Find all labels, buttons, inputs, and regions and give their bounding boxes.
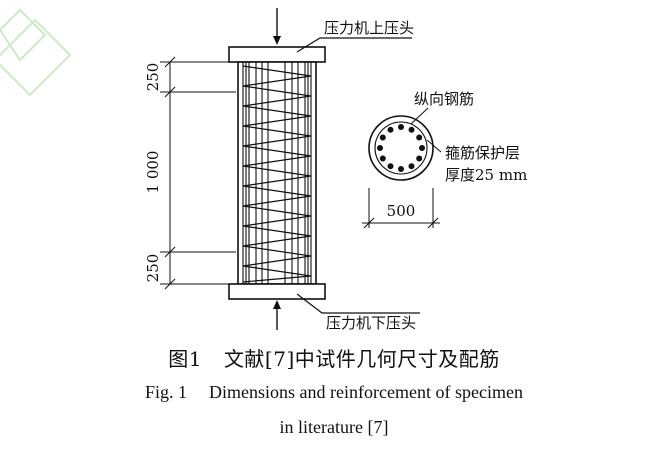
- spiral-stirrup: [242, 65, 312, 283]
- section-bar-dot: [398, 124, 404, 130]
- section-bar-dot: [379, 155, 386, 162]
- cover-label-line1: 箍筋保护层: [445, 144, 520, 162]
- bar-leader: [410, 107, 429, 125]
- watermark-decoration: [0, 8, 72, 97]
- diameter-dimension: [362, 188, 440, 229]
- bottom-head-label: 压力机下压头: [326, 314, 416, 332]
- section-bar-dot: [416, 155, 423, 162]
- column-elevation: [228, 8, 420, 330]
- cover-leader: [426, 139, 442, 153]
- caption-chinese: 图1 文献[7]中试件几何尺寸及配筋: [0, 343, 668, 372]
- dim-bottom-label: 250: [144, 254, 162, 283]
- bottom-load-arrow: [273, 300, 281, 330]
- cross-section: [368, 107, 442, 181]
- caption-cn-number: 图1: [168, 347, 202, 371]
- top-load-arrow: [273, 8, 281, 45]
- top-loading-plate: [228, 46, 326, 63]
- dim-top-label: 250: [144, 63, 162, 92]
- section-bar-dot: [398, 166, 404, 172]
- caption-en-text-1: Dimensions and reinforcement of specimen: [209, 382, 523, 402]
- caption-english-line2: in literature [7]: [0, 417, 668, 438]
- bottom-loading-plate: [228, 283, 326, 300]
- section-bar-dot: [408, 163, 415, 170]
- section-bar-dot: [408, 126, 415, 133]
- section-stirrup-circle: [374, 121, 428, 175]
- caption-en-text-2: in literature [7]: [279, 417, 389, 437]
- section-bar-dot: [387, 126, 394, 133]
- specimen-drawing: 250 1 000 250 压力机上压头 压力机下压头 纵向钢筋 箍筋保护层 厚…: [0, 8, 527, 332]
- longitudinal-bar-label: 纵向钢筋: [414, 90, 474, 108]
- section-bar-dot: [416, 134, 423, 141]
- section-bar-dot: [379, 134, 386, 141]
- caption-english-line1: Fig. 1 Dimensions and reinforcement of sp…: [0, 382, 668, 403]
- section-bar-dot: [419, 145, 425, 151]
- bottom-head-leader: [296, 293, 420, 314]
- dim-diameter-label: 500: [387, 202, 416, 220]
- top-head-leader: [296, 37, 412, 53]
- section-bar-dot: [377, 145, 383, 151]
- section-outer-circle: [368, 115, 434, 181]
- dim-middle-label: 1 000: [144, 151, 162, 194]
- caption-cn-text: 文献[7]中试件几何尺寸及配筋: [223, 347, 500, 371]
- cover-label-line2: 厚度25 mm: [445, 166, 527, 184]
- caption-en-number: Fig. 1: [145, 382, 188, 402]
- vertical-dimensions: [160, 56, 236, 290]
- section-bar-dot: [387, 163, 394, 170]
- top-head-label: 压力机上压头: [324, 19, 414, 37]
- section-longitudinal-bars: [377, 124, 425, 172]
